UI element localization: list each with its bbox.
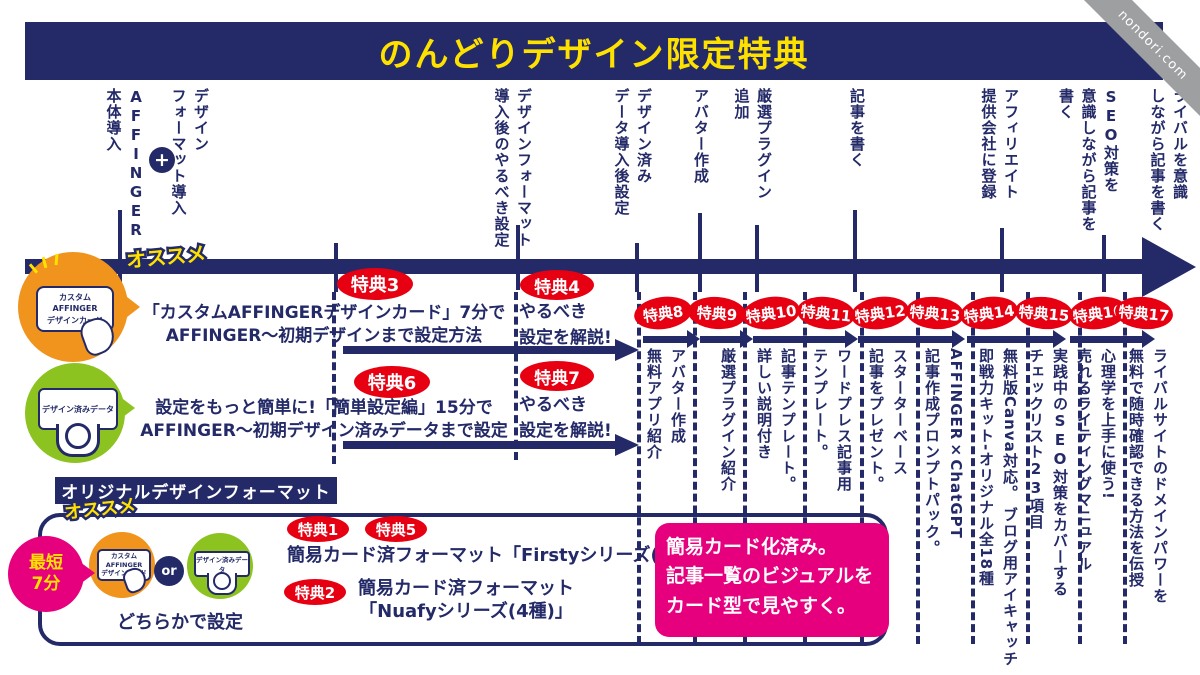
dashed-separator [514,292,518,460]
benefit-3-arrowhead [615,339,639,361]
benefit-6-text: 設定をもっと簡単に!「簡単設定編」15分で AFFINGER〜初期デザイン済みデ… [140,398,508,442]
holder-head-icon [65,423,91,449]
dashed-separator [332,292,336,464]
dashed-separator [803,292,807,644]
benefit-4-badge: 特典4 [520,270,594,300]
benefit-15-badge: 特典15 [1013,294,1075,332]
segment-arrow [753,336,845,343]
design-data-bubble-tail [119,396,135,420]
benefit-7-text: やるべき 設定を解説! [519,395,612,441]
step-label-rival-articles: ライバルを意識 しながら記事を書く [1148,88,1190,232]
segment-arrowhead [845,330,858,348]
dashed-separator [916,292,920,644]
segment-arrow [643,336,687,343]
timeline-tick [698,213,702,292]
benefit-5-badge: 特典5 [365,516,427,542]
time-bubble: 最短 7分 [8,536,84,612]
benefit-3-arrow [343,346,615,354]
timeline-tick [755,225,759,292]
benefit-3-badge: 特典3 [337,268,413,300]
step-label-affinger-install: AFFINGER 本体導入 [104,88,146,240]
dashed-separator [637,292,641,644]
dashed-separator [693,292,697,644]
dashed-separator [743,292,747,644]
plus-icon: + [149,147,175,173]
step-label-settings-after-data: デザイン済み データ導入後設定 [612,88,654,216]
benefit-17-text: ライバルサイトのドメインパワーを 無料で随時確認できる方法を伝授 [1127,348,1169,604]
firsty-series-text: 簡易カード済フォーマット「Firstyシリーズ(4種)」 [287,545,716,566]
step-label-design-format: デザイン フォーマット導入 [169,88,211,216]
segment-arrowhead [952,330,965,348]
benefit-13-badge: 特典13 [904,294,966,332]
custom-card-bubble-tail [122,293,140,321]
segment-arrow [967,336,1053,343]
dashed-separator [1123,292,1127,644]
step-label-write-articles: 記事を書く [848,88,866,168]
segment-arrow [700,336,740,343]
holder-head-icon [213,572,231,590]
benefit-8-text: アバター作成 無料アプリ紹介 [645,348,687,460]
benefit-12-text: スターターベース 記事をプレゼント。 [867,348,909,492]
timeline-tick [853,210,857,292]
benefit-15-text: 実践中のSEO対策をカバーする チェックリスト23項目 [1027,348,1069,597]
benefit-1-badge: 特典1 [287,516,349,542]
choose-label: どちらかで設定 [117,612,243,633]
benefit-3-text: 「カスタムAFFINGERデザインカード」7分で AFFINGER〜初期デザイン… [142,303,506,347]
benefit-7-badge: 特典7 [520,361,594,391]
or-icon: or [154,556,184,586]
benefit-2-badge: 特典2 [284,579,346,605]
segment-arrow [1070,336,1142,343]
step-label-plugins: 厳選プラグイン 追加 [732,88,774,200]
step-label-avatar: アバター作成 [692,88,710,184]
benefit-4-text: やるべき 設定を解説! [519,302,612,348]
dashed-separator [1026,292,1030,644]
dashed-separator [1078,292,1082,644]
step-label-settings-after-format: デザインフォーマット 導入後のやるべき設定 [492,88,534,248]
segment-arrow [858,336,952,343]
benefit-12-badge: 特典12 [849,293,911,333]
step-label-seo-articles: SEO対策を 意識しながら記事を 書く [1057,88,1120,232]
benefit-13-text: AFFINGER×ChatGPT 記事作成プロンプトパック。 [923,348,965,556]
benefit-14-text: 無料版Canva対応。 ブログ用アイキャッチ 即戦力キット-オリジナル全18種 [977,348,1019,667]
benefit-10-text: 記事テンプレート。 詳しい説明付き [755,348,797,492]
step-label-affiliate: アフィリエイト 提供会社に登録 [979,88,1021,200]
time-bubble-tail [80,562,95,584]
benefit-8-badge: 特典8 [632,293,694,333]
card-note-box: 簡易カード化済み。 記事一覧のビジュアルを カード型で見やすく。 [655,523,889,637]
benefit-10-badge: 特典10 [740,293,802,333]
benefit-11-text: ワードプレス記事用 テンプレート。 [811,348,853,492]
benefit-6-arrowhead [615,434,639,456]
segment-arrowhead [1053,330,1066,348]
segment-arrowhead [1142,330,1155,348]
dashed-separator [860,292,864,644]
benefit-14-badge: 特典14 [958,293,1020,333]
card-note-text: 簡易カード化済み。 記事一覧のビジュアルを カード型で見やすく。 [666,536,874,617]
main-timeline-bar [25,259,1147,274]
page-title: のんどりデザイン限定特典 [378,34,810,75]
dashed-separator [971,292,975,644]
time-bubble-label: 最短 7分 [29,552,63,594]
nuafy-series-text: 簡易カード済フォーマット 「Nuafyシリーズ(4種)」 [358,578,574,623]
header-bar: のんどりデザイン限定特典 [25,22,1163,80]
benefit-6-badge: 特典6 [354,366,430,398]
benefit-9-text: 厳選プラグイン紹介 [719,348,737,492]
benefit-6-arrow [343,441,615,449]
timeline-tick [516,225,520,290]
main-timeline-arrowhead [1142,237,1196,297]
timeline-tick [118,210,122,290]
